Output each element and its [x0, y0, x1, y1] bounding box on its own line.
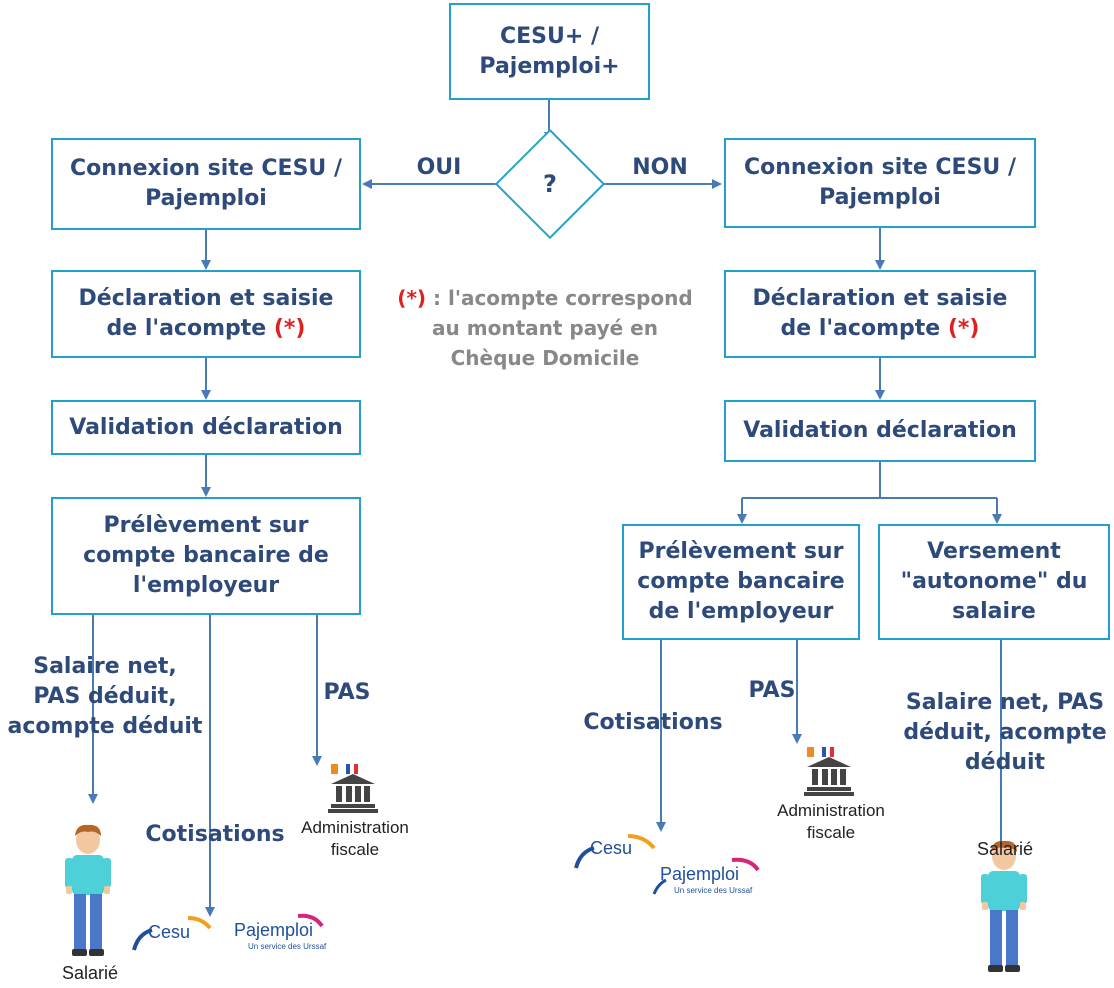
footnote: (*) : l'acompte correspond au montant pa…: [388, 283, 702, 373]
start-box: CESU+ / Pajemploi+: [449, 3, 650, 100]
left-declaration-label: Déclaration et saisie de l'acompte: [78, 286, 334, 341]
cesu-pajemploi-logo: Cesu Pajemploi Un service des Urssaf: [572, 832, 772, 902]
branch-no-label: NON: [632, 155, 688, 180]
left-connexion-label: Connexion site CESU / Pajemploi: [70, 156, 342, 211]
right-declaration-text: Déclaration et saisie de l'acompte (*): [736, 284, 1024, 344]
government-building-icon: [804, 747, 854, 796]
cesu-swoosh-icon: [132, 916, 212, 951]
government-building-icon: [328, 764, 378, 813]
right-connexion-box: Connexion site CESU / Pajemploi: [724, 138, 1036, 228]
pajemploi-logo-text: Pajemploi: [234, 920, 314, 940]
left-declaration-asterisk: (*): [273, 316, 306, 341]
left-connexion-box: Connexion site CESU / Pajemploi: [51, 138, 361, 230]
cesu-pajemploi-logo: Cesu Pajemploi Un service des Urssaf: [132, 912, 332, 962]
left-admin-caption: Administration fiscale: [301, 818, 409, 859]
left-validation-box: Validation déclaration: [51, 400, 361, 455]
pajemploi-logo-subtitle: Un service des Urssaf: [248, 942, 327, 951]
right-salaire-label: Salaire net, PAS déduit, acompte déduit: [903, 690, 1107, 775]
pajemploi-logo-text: Pajemploi: [660, 864, 740, 884]
right-versement-label: Versement "autonome" du salaire: [900, 539, 1088, 624]
right-pas-label: PAS: [748, 678, 796, 703]
decision-label: ?: [543, 170, 557, 198]
pajemploi-logo-subtitle: Un service des Urssaf: [674, 886, 753, 895]
left-salarie-caption: Salarié: [61, 963, 119, 983]
right-declaration-label: Déclaration et saisie de l'acompte: [752, 286, 1008, 341]
left-salaire-label: Salaire net, PAS déduit, acompte déduit: [7, 654, 203, 739]
salarie-person-icon: [981, 840, 1027, 972]
left-prelevement-label: Prélèvement sur compte bancaire de l'emp…: [83, 513, 329, 598]
start-box-label: CESU+ / Pajemploi+: [479, 23, 620, 79]
pajemploi-swoosh-icon: [652, 857, 760, 895]
right-admin-caption: Administration fiscale: [777, 801, 885, 842]
branch-yes-label: OUI: [416, 155, 462, 180]
footnote-text: : l'acompte correspond au montant payé e…: [426, 286, 693, 370]
right-connexion-label: Connexion site CESU / Pajemploi: [744, 155, 1016, 210]
right-versement-box: Versement "autonome" du salaire: [878, 524, 1110, 640]
left-declaration-text: Déclaration et saisie de l'acompte (*): [63, 284, 349, 344]
right-declaration-box: Déclaration et saisie de l'acompte (*): [724, 270, 1036, 358]
right-declaration-asterisk: (*): [947, 316, 980, 341]
right-salarie-caption: Salarié: [976, 839, 1034, 859]
footnote-asterisk: (*): [397, 286, 427, 310]
right-validation-box: Validation déclaration: [724, 400, 1036, 462]
left-declaration-box: Déclaration et saisie de l'acompte (*): [51, 270, 361, 358]
left-validation-label: Validation déclaration: [69, 414, 343, 440]
right-validation-label: Validation déclaration: [743, 418, 1017, 443]
salarie-person-icon: [65, 824, 111, 956]
left-cotisations-label: Cotisations: [145, 822, 285, 847]
left-prelevement-box: Prélèvement sur compte bancaire de l'emp…: [51, 497, 361, 615]
cesu-logo-text: Cesu: [590, 838, 633, 858]
cesu-swoosh-icon: [574, 834, 656, 869]
right-prelevement-label: Prélèvement sur compte bancaire de l'emp…: [637, 539, 845, 624]
cesu-logo-text: Cesu: [148, 922, 191, 942]
right-prelevement-box: Prélèvement sur compte bancaire de l'emp…: [622, 524, 860, 640]
pajemploi-swoosh-icon: [297, 913, 324, 928]
right-cotisations-label: Cotisations: [583, 710, 723, 735]
left-pas-label: PAS: [323, 680, 371, 705]
